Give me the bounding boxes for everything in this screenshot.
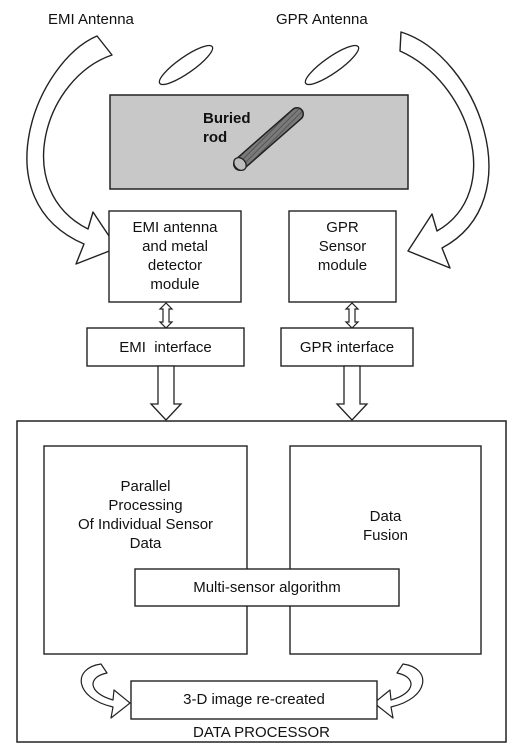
gpr-bidirectional-arrow — [344, 302, 360, 329]
image-recreated-box — [130, 680, 378, 720]
parallel-processing-box — [43, 445, 248, 655]
emi-interface-label: EMI interface — [119, 339, 212, 356]
gpr-down-arrow — [335, 365, 369, 421]
data-processor-title: DATA PROCESSOR — [193, 724, 330, 741]
gpr-antenna-icon — [304, 44, 360, 86]
emi-module-box — [108, 210, 242, 303]
gpr-module-line2: Sensor — [318, 238, 367, 255]
parallel-processing-line1: Parallel — [120, 478, 171, 495]
data-fusion-line2: Fusion — [362, 527, 409, 544]
gpr-interface-label: GPR interface — [299, 339, 395, 356]
emi-down-arrow — [149, 365, 183, 421]
gpr-module-box — [288, 210, 397, 303]
buried-rod-icon — [233, 107, 304, 172]
gpr-signal-curved-arrow — [399, 31, 490, 269]
data-fusion-line1: Data — [369, 508, 402, 525]
emi-module-line2: and metal — [142, 238, 208, 255]
parallel-processing-line4: Data — [129, 535, 162, 552]
right-curved-arrow — [373, 663, 424, 719]
gpr-antenna-label: GPR Antenna — [276, 11, 368, 28]
left-curved-arrow — [80, 663, 131, 719]
emi-module-line4: module — [150, 276, 200, 293]
multi-sensor-algorithm-label: Multi-sensor algorithm — [193, 579, 341, 596]
emi-bidirectional-arrow — [158, 302, 174, 329]
emi-antenna-icon — [158, 44, 214, 86]
emi-module-line3: detector — [147, 257, 203, 274]
emi-antenna-label: EMI Antenna — [48, 11, 134, 28]
multi-sensor-algorithm-box — [134, 568, 400, 607]
image-recreated-label: 3-D image re-created — [183, 691, 325, 708]
gpr-module-line3: module — [317, 257, 368, 274]
parallel-processing-line2: Processing — [108, 497, 183, 514]
emi-module-line1: EMI antenna — [132, 219, 218, 236]
data-processor-box — [16, 420, 507, 743]
emi-interface-box — [86, 327, 245, 367]
gpr-module-line1: GPR — [326, 219, 359, 236]
buried-rod-label-line1: Buried — [203, 110, 251, 127]
buried-rod-label-line2: rod — [203, 129, 228, 146]
emi-signal-curved-arrow — [26, 35, 118, 265]
parallel-processing-line3: Of Individual Sensor — [77, 516, 214, 533]
data-fusion-box — [289, 445, 482, 655]
gpr-interface-box — [280, 327, 414, 367]
